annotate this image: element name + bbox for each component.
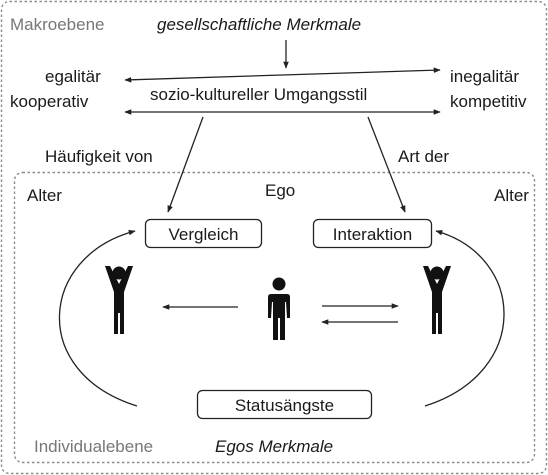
alter-left-label: Alter [27,186,62,205]
egalitarian-label: egalitär [45,67,101,86]
ego-features-label: Egos Merkmale [215,437,333,456]
right-curve-arrow [424,230,505,407]
ego-figure-icon [268,277,290,340]
type-arrow [367,116,406,213]
individual-level-label: Individualebene [34,437,153,456]
left-curve-arrow [58,229,138,407]
inegalitarian-label: inegalitär [450,67,519,86]
sociocultural-style-label: sozio-kultureller Umgangsstil [150,85,367,104]
status-anxiety-label: Statusängste [235,396,334,415]
competitive-label: kompetitiv [450,92,527,111]
alter-right-figure-icon [423,266,451,334]
frequency-label: Häufigkeit von [45,147,153,166]
comparison-box [144,218,263,249]
macro-level-label: Makroebene [10,15,105,34]
societal-features-label: gesellschaftliche Merkmale [157,15,361,34]
ego-label: Ego [265,181,295,200]
interaction-label: Interaktion [333,225,412,244]
frequency-arrow [167,116,204,213]
type-label: Art der [398,147,449,166]
interaction-box [312,218,433,249]
status-anxiety-box [196,389,373,420]
upper-double-arrow [124,67,441,83]
cooperative-label: kooperativ [10,92,89,111]
comparison-label: Vergleich [169,225,239,244]
alter-right-label: Alter [494,186,529,205]
individual-frame [13,171,536,464]
alter-left-figure-icon [105,266,133,334]
